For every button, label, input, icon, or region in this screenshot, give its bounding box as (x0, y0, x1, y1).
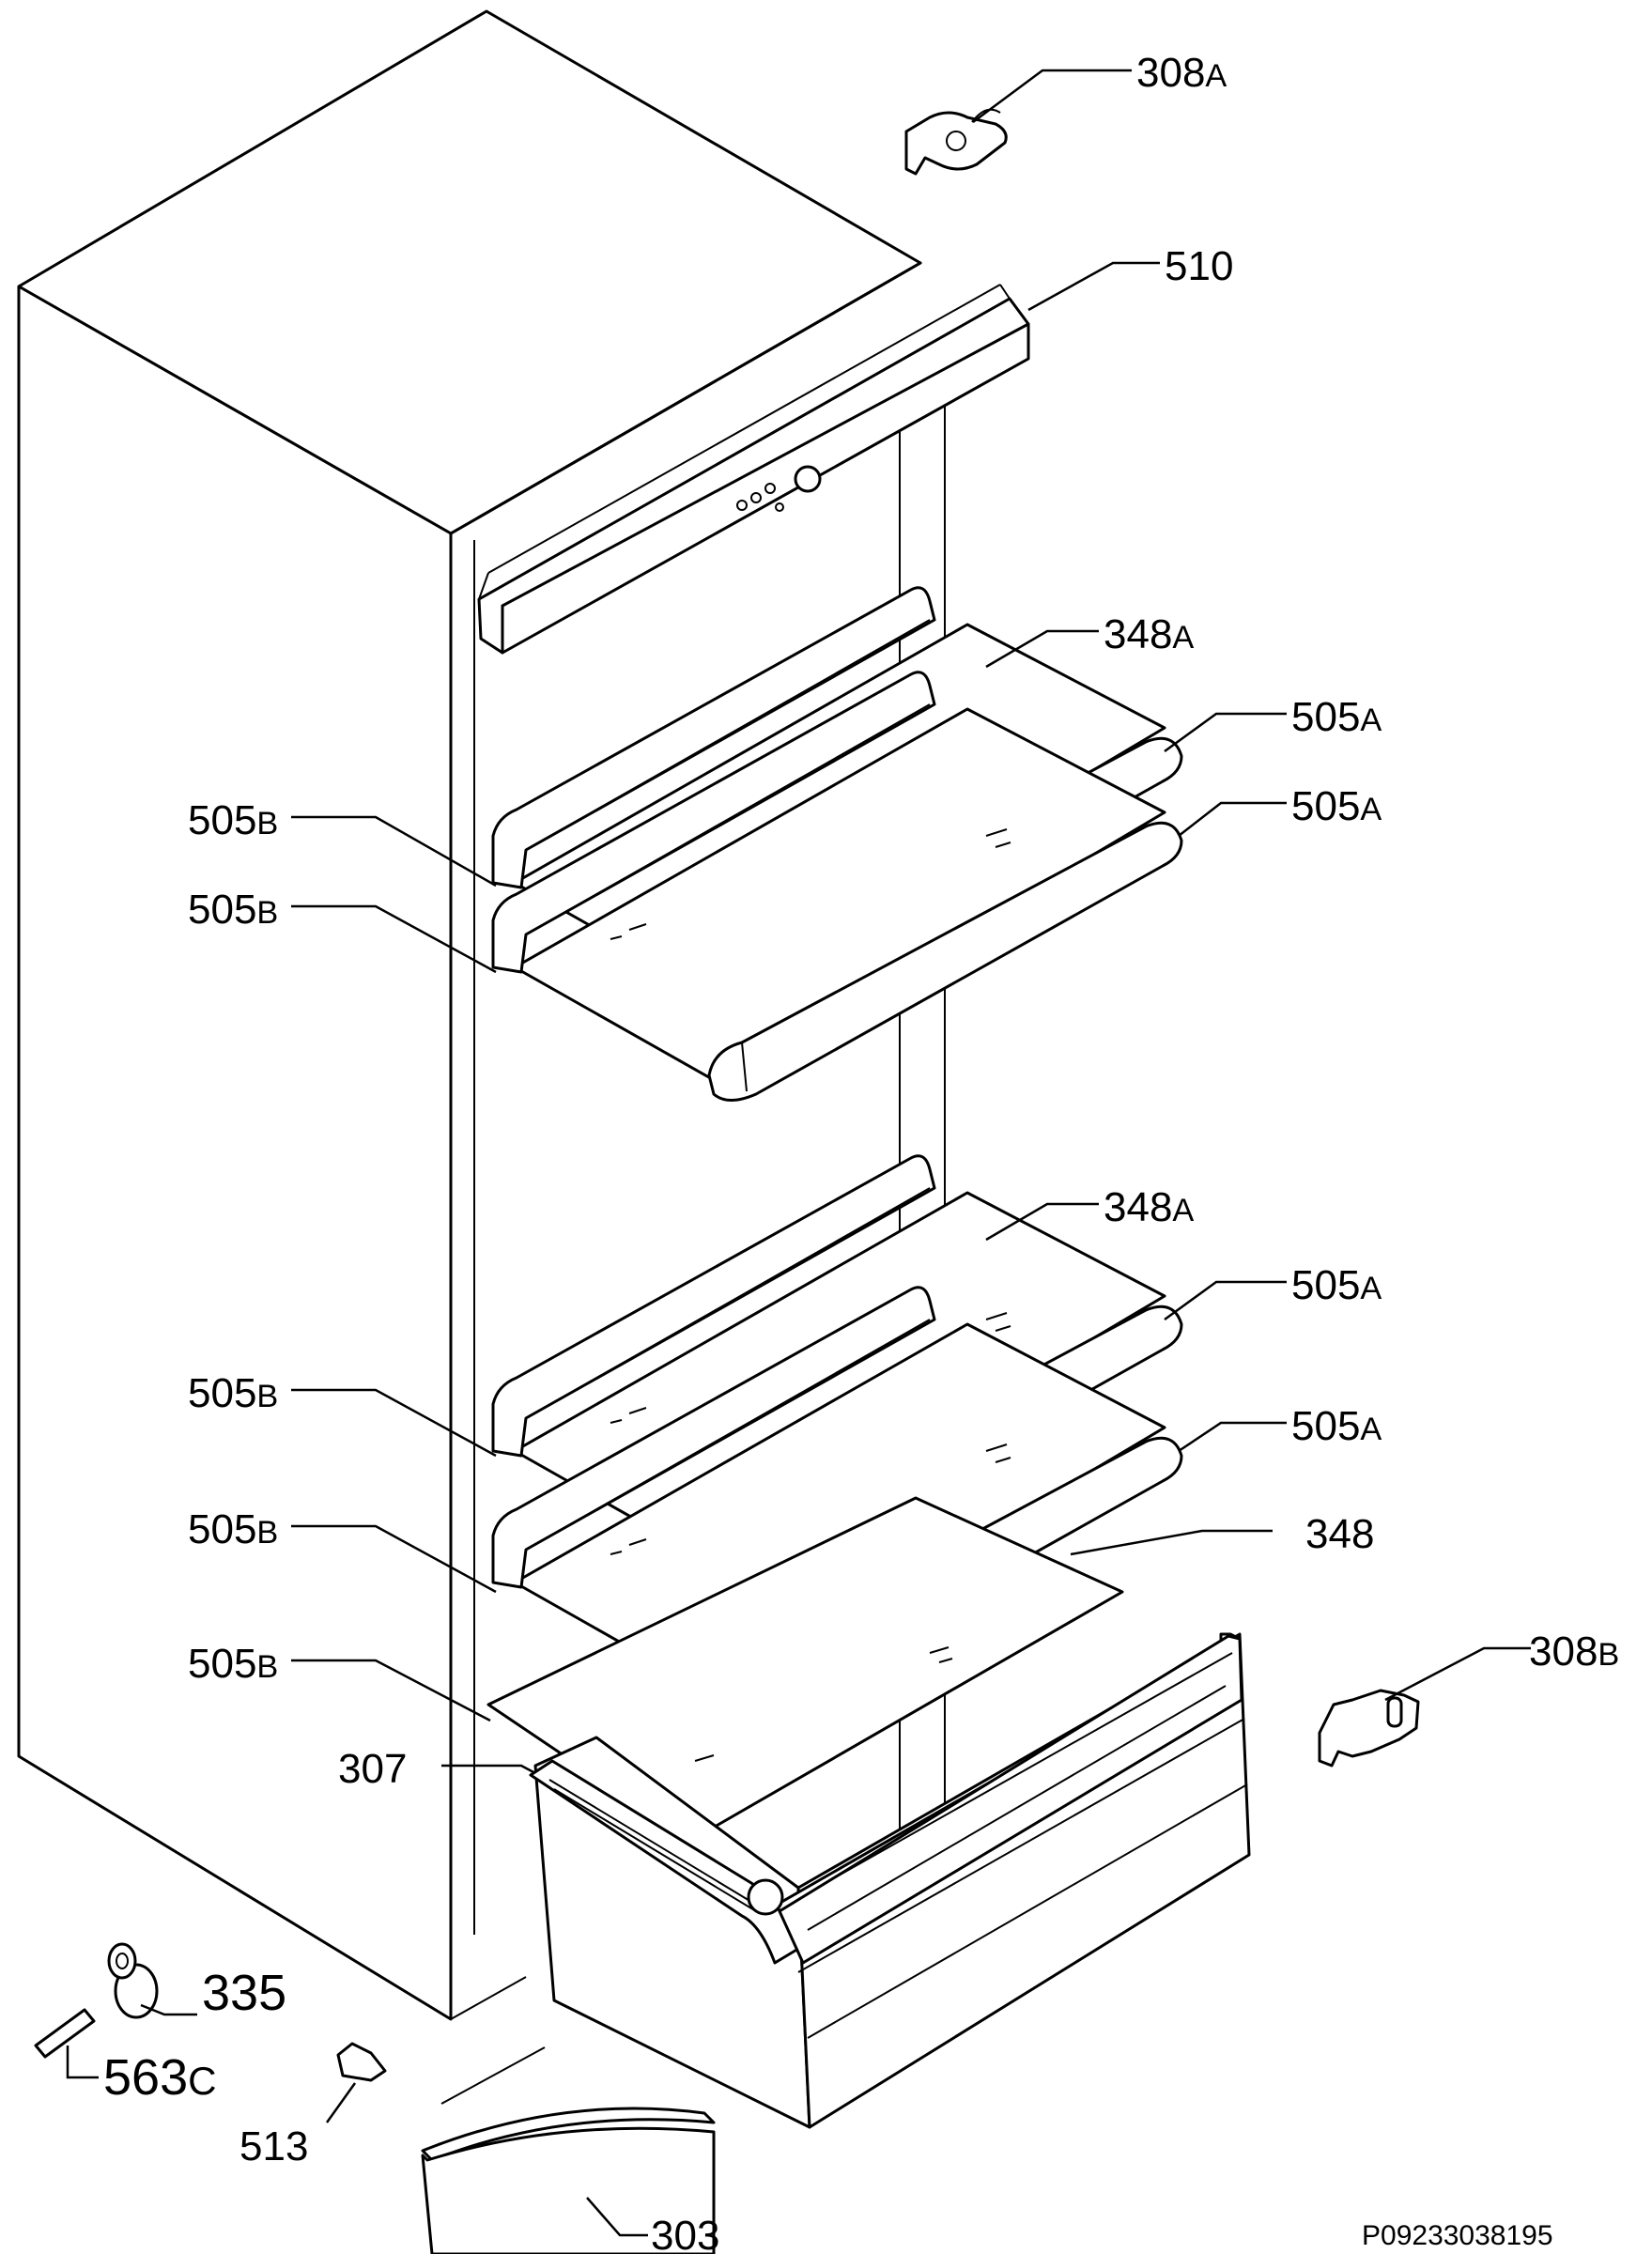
label-348a-middle: 348A (1104, 1184, 1194, 1230)
control-panel-510 (477, 284, 1030, 655)
label-348: 348 (1305, 1511, 1374, 1557)
label-510: 510 (1165, 243, 1233, 289)
refrigerator-cabinet (17, 9, 946, 2021)
label-505b-3: 505B (188, 1370, 278, 1416)
label-308a: 308A (1136, 50, 1227, 96)
label-505b-2: 505B (188, 887, 278, 933)
crisper-drawer (529, 1632, 1251, 2129)
label-307: 307 (338, 1746, 407, 1792)
kickplate-303 (421, 2046, 716, 2254)
drawing-code: P09233038195 (1362, 2220, 1553, 2251)
label-348a-upper: 348A (1104, 611, 1194, 657)
foot-335 (107, 1942, 159, 2019)
label-505a-2: 505A (1291, 783, 1382, 829)
label-308b: 308B (1529, 1629, 1619, 1675)
pin-563c (34, 2008, 96, 2059)
clip-513 (336, 2042, 387, 2082)
label-505a-4: 505A (1291, 1403, 1382, 1449)
label-513: 513 (239, 2123, 308, 2169)
label-505b-1: 505B (188, 797, 278, 843)
hinge-bracket-308b (1318, 1689, 1420, 1768)
label-563c: 563C (103, 2049, 217, 2106)
label-335: 335 (202, 1965, 286, 2021)
hinge-bracket-308a (904, 108, 1008, 176)
label-505b-4: 505B (188, 1506, 278, 1552)
label-505a-3: 505A (1291, 1262, 1382, 1308)
leader-lines (66, 69, 1531, 2237)
label-505b-5: 505B (188, 1641, 278, 1687)
label-303: 303 (651, 2213, 719, 2254)
label-505a-1: 505A (1291, 694, 1382, 740)
